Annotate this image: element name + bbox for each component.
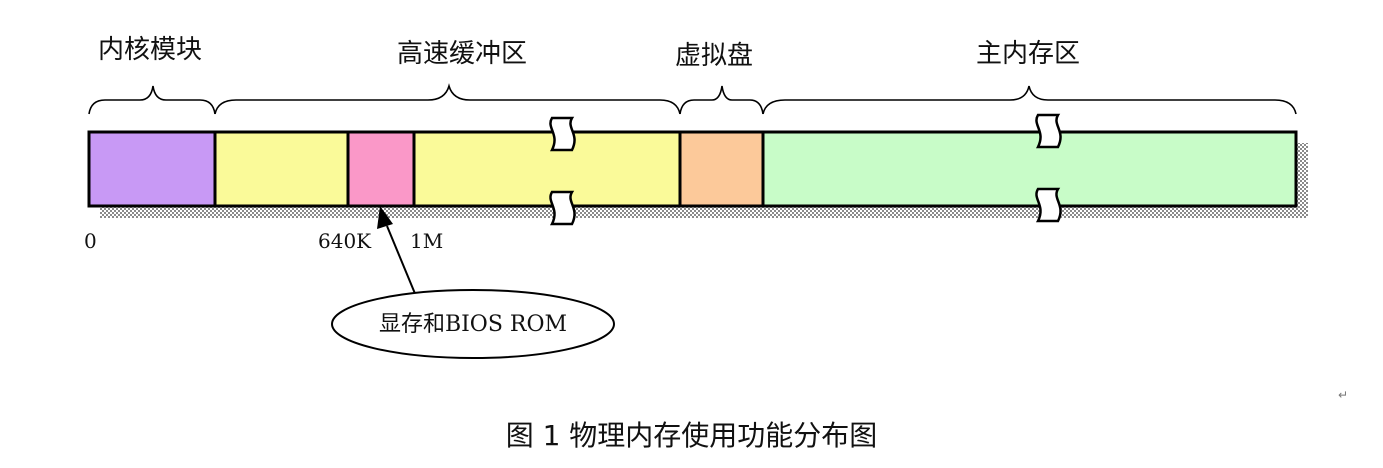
- segment-main-memory: [761, 130, 1298, 208]
- segment-buffer-low: [213, 130, 350, 208]
- figure-caption: 图 1 物理内存使用功能分布图: [505, 419, 878, 452]
- label-buffer: 高速缓冲区: [397, 39, 527, 69]
- segment-vram-bios: [346, 130, 416, 208]
- bar-shadow: [100, 143, 1308, 218]
- break-mark-buffer: [549, 116, 576, 226]
- segment-kernel: [87, 130, 217, 208]
- label-main-memory: 主内存区: [976, 39, 1080, 69]
- segment-ramdisk: [678, 130, 765, 208]
- address-0: 0: [84, 229, 97, 253]
- paragraph-mark: ↵: [1338, 388, 1349, 402]
- address-640k: 640K: [318, 229, 372, 253]
- break-mark-main-memory: [1035, 113, 1062, 223]
- address-1m: 1M: [410, 229, 443, 253]
- brace-main-memory: [762, 85, 1297, 115]
- brace-buffer: [214, 83, 681, 115]
- label-kernel: 内核模块: [98, 35, 202, 65]
- segment-buffer-high: [412, 130, 682, 208]
- brace-ramdisk: [679, 85, 764, 115]
- callout-label: 显存和BIOS ROM: [379, 312, 567, 337]
- brace-kernel: [88, 85, 216, 115]
- callout-ellipse: [331, 289, 615, 359]
- callout-arrow: [377, 206, 417, 297]
- label-ramdisk: 虚拟盘: [675, 41, 753, 71]
